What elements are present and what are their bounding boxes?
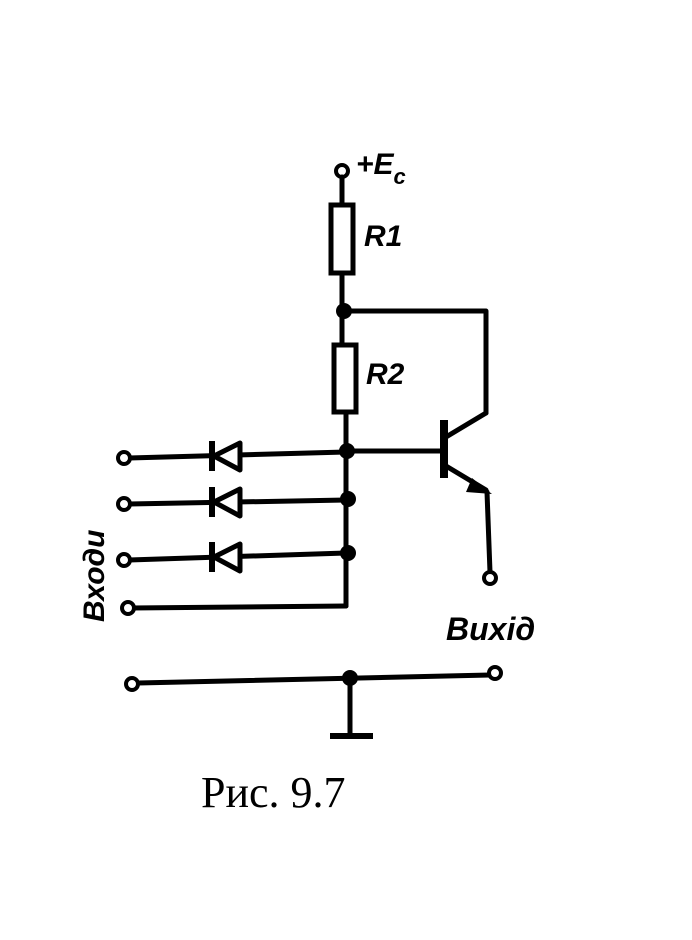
diode-2-icon — [211, 486, 243, 519]
figure-caption: Рис. 9.7 — [201, 768, 346, 817]
diode-1-icon — [211, 440, 243, 473]
diode-3-icon — [211, 541, 243, 574]
supply-label: +Ec — [356, 148, 406, 189]
resistor-r1 — [328, 202, 356, 276]
input-terminal-1 — [116, 450, 132, 466]
ground-terminal-left — [124, 676, 140, 692]
collector-wire — [341, 308, 489, 416]
input-terminal-2 — [116, 496, 132, 512]
transistor-collector — [443, 410, 489, 440]
inputs-label: Входи — [78, 530, 111, 622]
output-terminal — [482, 570, 498, 586]
emitter-output-wire — [484, 489, 493, 575]
ground-terminal-right — [487, 665, 503, 681]
input-wire-4 — [128, 603, 349, 611]
resistor-r2 — [331, 342, 359, 415]
input-terminal-3 — [116, 552, 132, 568]
input-terminal-4 — [120, 600, 136, 616]
output-label: Вихід — [446, 611, 535, 647]
r1-label: R1 — [364, 220, 402, 253]
r2-label: R2 — [366, 358, 405, 391]
junction-dot-2 — [340, 491, 356, 507]
junction-dot-3 — [340, 545, 356, 561]
ground-rail — [135, 672, 493, 686]
